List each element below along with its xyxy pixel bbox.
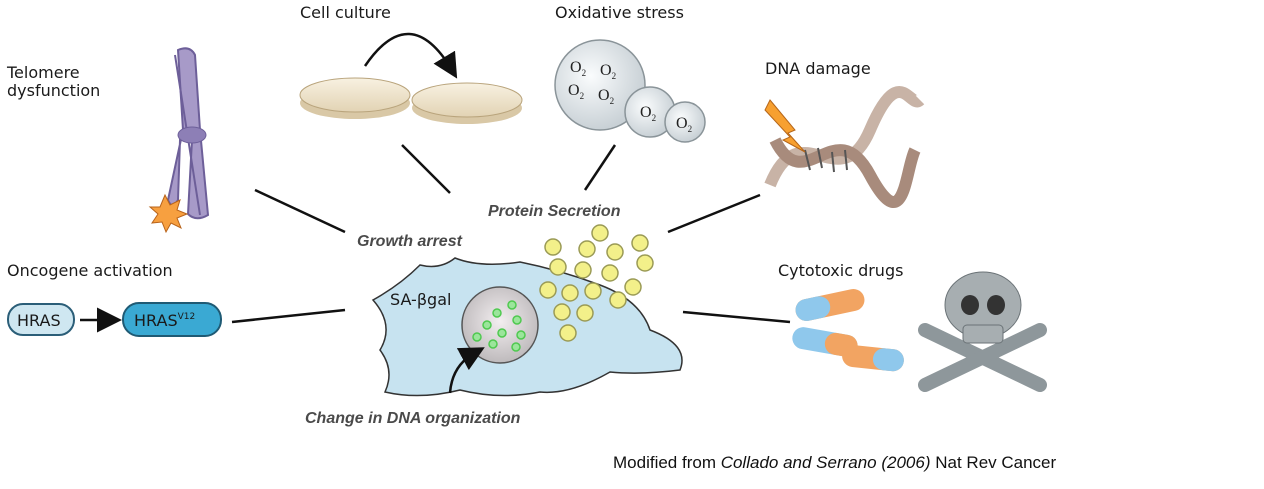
secreted-protein-dot: [624, 278, 642, 296]
oxygen-radical-bubbles-icon: [554, 39, 706, 143]
secreted-protein-dot: [636, 254, 654, 272]
svg-text:O2: O2: [570, 59, 586, 78]
chromatin-spot: [507, 300, 517, 310]
secreted-protein-dot: [609, 291, 627, 309]
pills-icon: [792, 289, 904, 372]
secreted-protein-dot: [631, 234, 649, 252]
svg-text:O2: O2: [676, 115, 692, 134]
passage-arrow-icon: [363, 32, 458, 79]
connector-lines: [231, 144, 791, 324]
culture-dish-icon: [411, 82, 523, 124]
dna-helix-icon: [764, 86, 925, 209]
damage-star-icon: [148, 193, 189, 234]
hras-pill: [7, 303, 75, 336]
secreted-protein-dot: [584, 282, 602, 300]
chromatin-spot: [511, 342, 521, 352]
svg-text:O2: O2: [598, 87, 614, 106]
oxidative-stress-label: Oxidative stress: [555, 3, 684, 22]
hras-v12-label: HRASV12: [134, 311, 195, 330]
secreted-protein-dot: [601, 264, 619, 282]
growth-arrest-label: Growth arrest: [357, 233, 463, 250]
culture-dish-icon: [299, 77, 411, 119]
secreted-protein-dot: [561, 284, 579, 302]
chromatin-spot: [512, 315, 522, 325]
o2-labels: O2 O2 O2 O2 O2 O2: [568, 59, 692, 134]
oncogene-activation-label: Oncogene activation: [7, 261, 173, 280]
secreted-protein-dot: [553, 303, 571, 321]
secreted-protein-dot: [544, 238, 562, 256]
skull-crossbones-icon: [918, 271, 1047, 392]
hras-label: HRAS: [17, 311, 61, 330]
sa-bgal-label: SA-βgal: [390, 290, 451, 309]
secreted-protein-dot: [606, 243, 624, 261]
telomere-label: Telomere: [6, 63, 80, 82]
svg-text:O2: O2: [600, 62, 616, 81]
dna-damage-label: DNA damage: [765, 59, 871, 78]
chromatin-spot: [497, 328, 507, 338]
secreted-protein-dot: [574, 261, 592, 279]
secreted-protein-dot: [549, 258, 567, 276]
cell-culture-label: Cell culture: [300, 3, 391, 22]
chromatin-spots: [472, 300, 526, 352]
chromatin-spot: [516, 330, 526, 340]
nucleus-icon: [461, 286, 539, 364]
dna-organization-arrow-icon: [448, 347, 485, 394]
svg-text:O2: O2: [640, 104, 656, 123]
secreted-protein-dot: [559, 324, 577, 342]
dna-organization-label: Change in DNA organization: [305, 410, 521, 427]
secreted-proteins: [539, 224, 654, 342]
source-caption: Modified from Collado and Serrano (2006)…: [613, 453, 1057, 472]
chromatin-spot: [492, 308, 502, 318]
secreted-protein-dot: [539, 281, 557, 299]
secreted-protein-dot: [576, 304, 594, 322]
cytotoxic-drugs-label: Cytotoxic drugs: [778, 261, 903, 280]
lightning-icon: [764, 99, 806, 153]
chromatin-spot: [488, 339, 498, 349]
secreted-protein-dot: [578, 240, 596, 258]
svg-text:O2: O2: [568, 82, 584, 101]
hras-v12-pill: [122, 302, 222, 337]
chromatin-spot: [472, 332, 482, 342]
chromosome-icon: [148, 47, 210, 234]
telomere-label-2: dysfunction: [7, 81, 100, 100]
chromatin-spot: [482, 320, 492, 330]
protein-secretion-label: Protein Secretion: [488, 203, 621, 220]
secreted-protein-dot: [591, 224, 609, 242]
